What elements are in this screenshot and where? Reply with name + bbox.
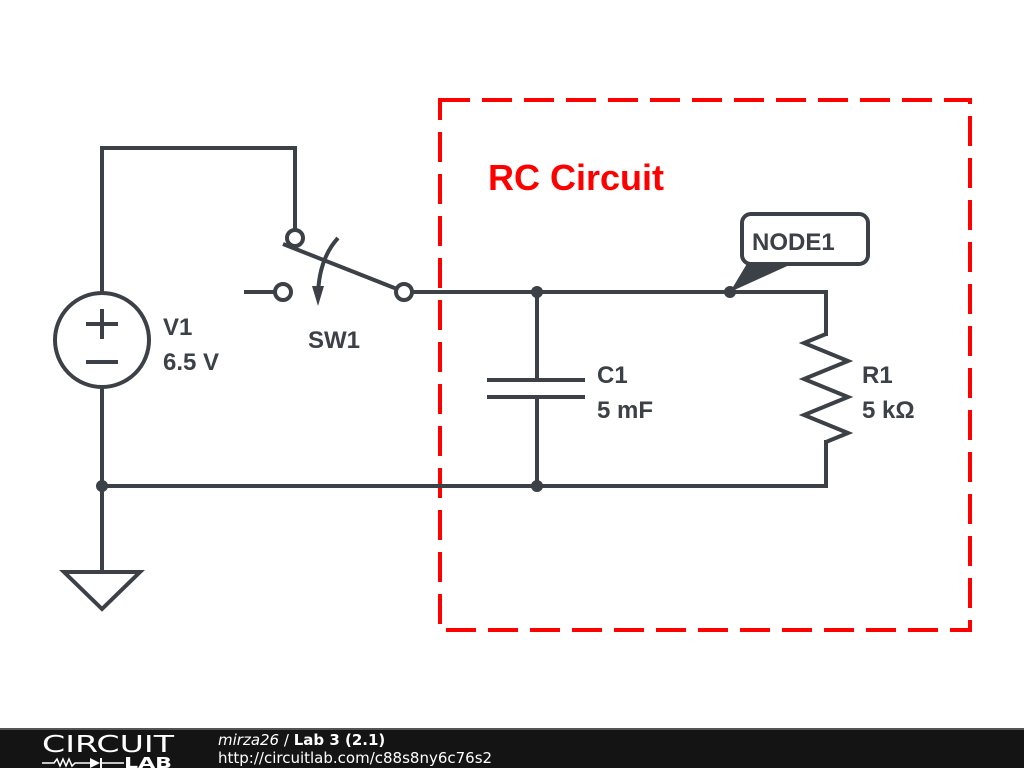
logo-circuit-text: CIRCUIT bbox=[42, 732, 175, 758]
junction-dot bbox=[531, 286, 543, 298]
junction-dot bbox=[96, 480, 108, 492]
v1-name: V1 bbox=[163, 314, 192, 341]
voltage-source-v1[interactable]: V1 6.5 V bbox=[53, 291, 219, 389]
schematic-canvas: RC Circuit V1 6.5 V SW1 bbox=[53, 98, 972, 632]
switch-terminal-icon bbox=[394, 282, 414, 302]
c1-name: C1 bbox=[597, 362, 628, 389]
project-title[interactable]: Lab 3 (2.1) bbox=[293, 731, 386, 749]
footer-url-line: http://circuitlab.com/c88s8ny6c76s2 bbox=[218, 749, 492, 767]
breadcrumb-separator: / bbox=[279, 731, 294, 749]
annotation-title: RC Circuit bbox=[488, 157, 664, 198]
junction-dot bbox=[531, 480, 543, 492]
sw1-name: SW1 bbox=[308, 327, 360, 354]
voltage-source-icon bbox=[53, 291, 151, 389]
switch-blade-icon bbox=[282, 242, 398, 291]
capacitor-c1[interactable]: C1 5 mF bbox=[487, 362, 653, 424]
author-username[interactable]: mirza26 bbox=[218, 731, 280, 749]
switch-terminal-icon bbox=[285, 228, 305, 248]
wires bbox=[100, 146, 828, 574]
circuit-url-link[interactable]: http://circuitlab.com/c88s8ny6c76s2 bbox=[218, 749, 493, 767]
logo-diode-icon bbox=[90, 758, 100, 768]
node1-label: NODE1 bbox=[752, 229, 835, 256]
footer-title-line: mirza26 / Lab 3 (2.1) bbox=[218, 731, 492, 749]
r1-name: R1 bbox=[862, 362, 893, 389]
node-label-node1[interactable]: NODE1 bbox=[730, 212, 870, 292]
switch-terminal-icon bbox=[273, 282, 293, 302]
circuitlab-logo[interactable]: CIRCUIT LAB bbox=[40, 732, 180, 768]
v1-value: 6.5 V bbox=[163, 349, 219, 376]
resistor-r1[interactable]: R1 5 kΩ bbox=[798, 332, 915, 444]
footer-bar: CIRCUIT LAB mirza26 / Lab 3 (2.1) http:/… bbox=[0, 728, 1024, 768]
ground-icon[interactable] bbox=[59, 570, 145, 612]
annotation-box[interactable] bbox=[438, 98, 972, 632]
resistor-zigzag-icon bbox=[798, 332, 854, 444]
r1-value: 5 kΩ bbox=[862, 397, 915, 424]
switch-sw1[interactable]: SW1 bbox=[273, 228, 414, 354]
c1-value: 5 mF bbox=[597, 397, 653, 424]
wire-v1-top-to-switch[interactable] bbox=[100, 146, 297, 294]
node-label-box bbox=[740, 212, 870, 266]
logo-lab-text: LAB bbox=[124, 754, 172, 768]
footer-info: mirza26 / Lab 3 (2.1) http://circuitlab.… bbox=[218, 731, 492, 767]
logo-resistor-icon bbox=[42, 757, 90, 768]
node-label-pointer-icon bbox=[730, 262, 796, 292]
switch-arrowhead-icon bbox=[312, 286, 324, 306]
